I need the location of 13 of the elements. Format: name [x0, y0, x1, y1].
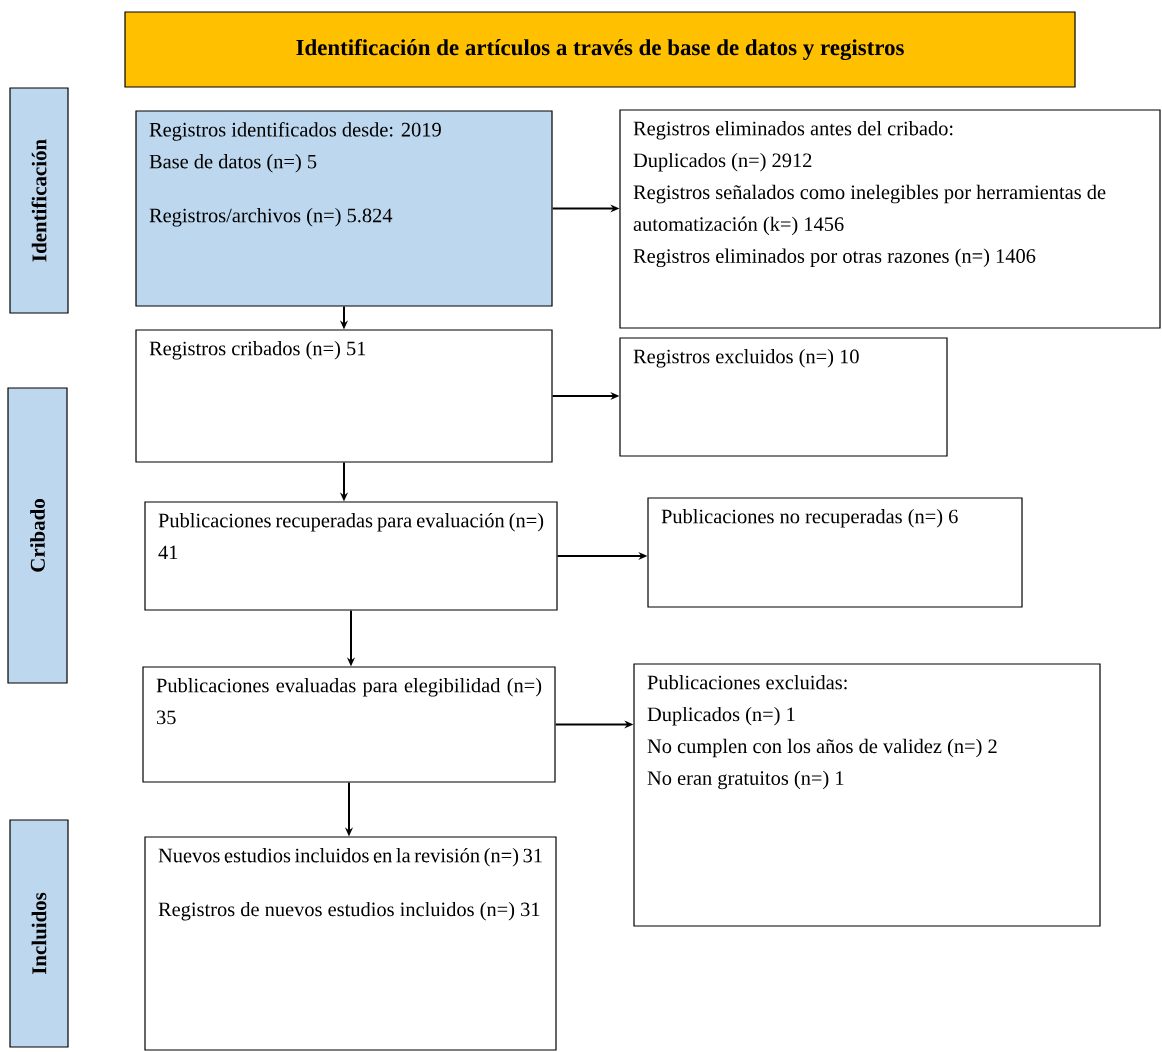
phase-label: Incluidos: [9, 819, 69, 1048]
phase-label: Identificación: [9, 87, 69, 314]
phase-label: Cribado: [7, 387, 68, 684]
process-box: Registros identificados desde: 2019 Base de datos (n=) 5 Registros/archivos (n=) 5.824: [135, 110, 553, 307]
process-box: Registros eliminados antes del cribado: Duplicados (n=) 2912 Registros señalados como inelegibles por herramientas de automatización (k=) 1456 Registros eliminados por otras razones (n=) 1406: [619, 109, 1161, 329]
process-box: Registros excluidos (n=) 10: [619, 337, 948, 457]
process-box: Registros cribados (n=) 51: [135, 329, 553, 463]
process-box: Publicaciones no recuperadas (n=) 6: [647, 497, 1023, 608]
process-box: Publicaciones recuperadas para evaluación (n=) 41: [144, 501, 558, 611]
process-box: Nuevos estudios incluidos en la revisión (n=) 31 Registros de nuevos estudios incluidos (n=) 31: [144, 836, 557, 1051]
process-box: Publicaciones excluidas: Duplicados (n=) 1 No cumplen con los años de validez (n=) 2 No eran gratuitos (n=) 1: [633, 663, 1101, 927]
process-box: Publicaciones evaluadas para elegibilidad (n=) 35: [142, 666, 556, 783]
header-band: Identificación de artículos a través de base de datos y registros: [124, 11, 1076, 88]
